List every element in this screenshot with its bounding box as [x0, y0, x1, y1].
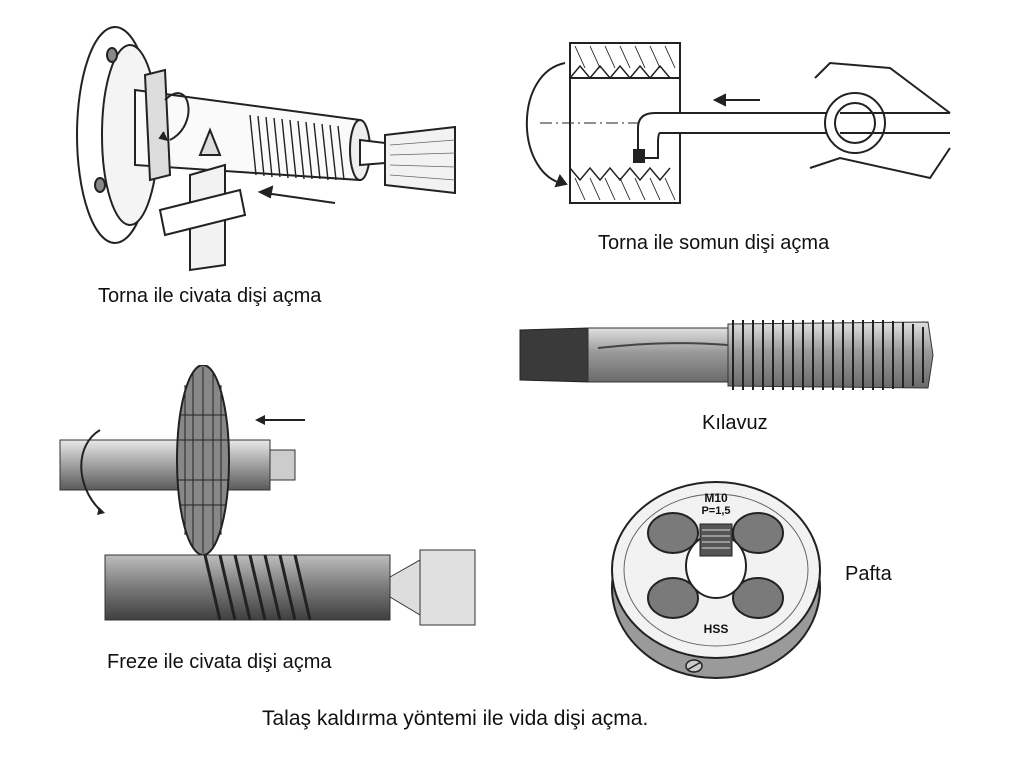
- tap-drawing: [519, 320, 934, 390]
- figure-die: M10 P=1,5 HSS: [608, 478, 823, 688]
- lathe-bolt-drawing: [76, 26, 456, 272]
- die-pitch-marking: P=1,5: [701, 505, 730, 517]
- die-drawing: M10 P=1,5 HSS: [611, 481, 821, 679]
- caption-lathe-nut: Torna ile somun dişi açma: [598, 232, 830, 254]
- figure-tap: [518, 310, 938, 400]
- footer-caption: Talaş kaldırma yöntemi ile vida dişi açm…: [262, 707, 649, 730]
- caption-milling: Freze ile civata dişi açma: [107, 651, 332, 673]
- caption-tap: Kılavuz: [702, 412, 768, 434]
- caption-lathe-bolt: Torna ile civata dişi açma: [98, 285, 322, 307]
- die-material-marking: HSS: [704, 622, 729, 636]
- figure-milling-threading: [55, 365, 485, 635]
- figure-lathe-bolt-threading: [60, 15, 460, 275]
- figure-lathe-nut-threading: [510, 38, 960, 213]
- die-size-marking: M10: [704, 491, 728, 505]
- milling-drawing: [59, 365, 476, 626]
- lathe-nut-drawing: [525, 42, 951, 204]
- caption-die: Pafta: [845, 563, 892, 585]
